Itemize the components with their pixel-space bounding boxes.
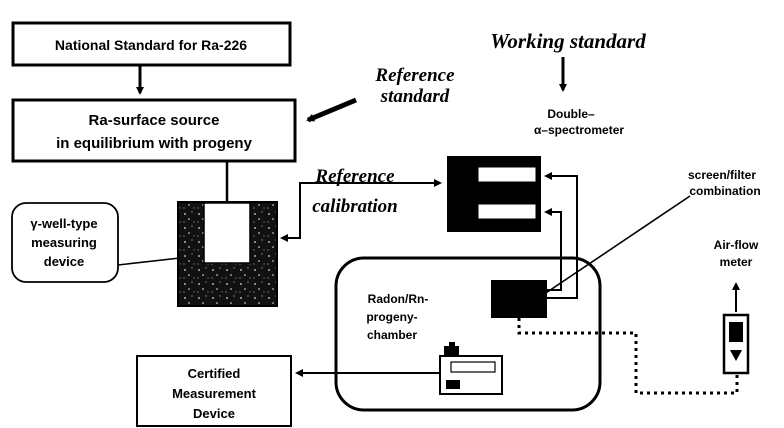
screen-filter-box — [491, 280, 547, 318]
radon-chamber-line1: Radon/Rn- — [368, 292, 429, 306]
radon-chamber-line2: progeny- — [366, 310, 417, 324]
filter-to-spectrometer-line-a — [544, 172, 578, 299]
reference-calibration-line2: calibration — [312, 196, 398, 217]
ra-source-line2: in equilibrium with progeny — [56, 135, 252, 152]
ra-surface-source-box: Ra-surface source in equilibrium with pr… — [11, 98, 297, 163]
national-standard-label: National Standard for Ra-226 — [55, 37, 247, 53]
screen-filter-line2: combination — [689, 184, 760, 198]
radon-chamber — [334, 256, 602, 412]
certified-measurement-device-box: Certified Measurement Device — [136, 355, 292, 427]
working-standard-label: Working standard — [490, 29, 646, 53]
gamma-callout-line3: device — [44, 254, 84, 269]
national-standard-box: National Standard for Ra-226 — [11, 21, 292, 67]
air-flow-line2: meter — [720, 255, 753, 269]
ra-source-line1: Ra-surface source — [89, 112, 220, 129]
reference-standard-line1: Reference — [374, 65, 455, 86]
certified-line2: Measurement — [172, 386, 256, 401]
air-flow-meter — [722, 313, 750, 375]
chamber-measurement-device — [439, 342, 503, 395]
screen-filter-line1: screen/filter — [688, 168, 756, 182]
gamma-device-callout: γ-well-type measuring device — [11, 202, 181, 283]
gamma-callout-line1: γ-well-type — [30, 216, 97, 231]
double-alpha-spectrometer — [447, 156, 541, 232]
gamma-well-device — [177, 201, 278, 307]
screen-filter-pointer — [527, 195, 691, 306]
reference-standard-line2: standard — [380, 86, 450, 107]
arrow-reference-standard — [306, 97, 357, 123]
double-alpha-line2: α–spectrometer — [534, 123, 624, 137]
air-flow-dotted-path — [517, 318, 739, 395]
radon-chamber-line3: chamber — [367, 328, 417, 342]
double-alpha-line1: Double– — [547, 107, 595, 121]
air-flow-line1: Air-flow — [714, 238, 759, 252]
certified-line3: Device — [193, 406, 235, 421]
filter-to-spectrometer-line-b — [544, 208, 562, 291]
reference-calibration-line1: Reference — [314, 166, 395, 187]
certified-line1: Certified — [188, 366, 241, 381]
gamma-callout-line2: measuring — [31, 235, 97, 250]
